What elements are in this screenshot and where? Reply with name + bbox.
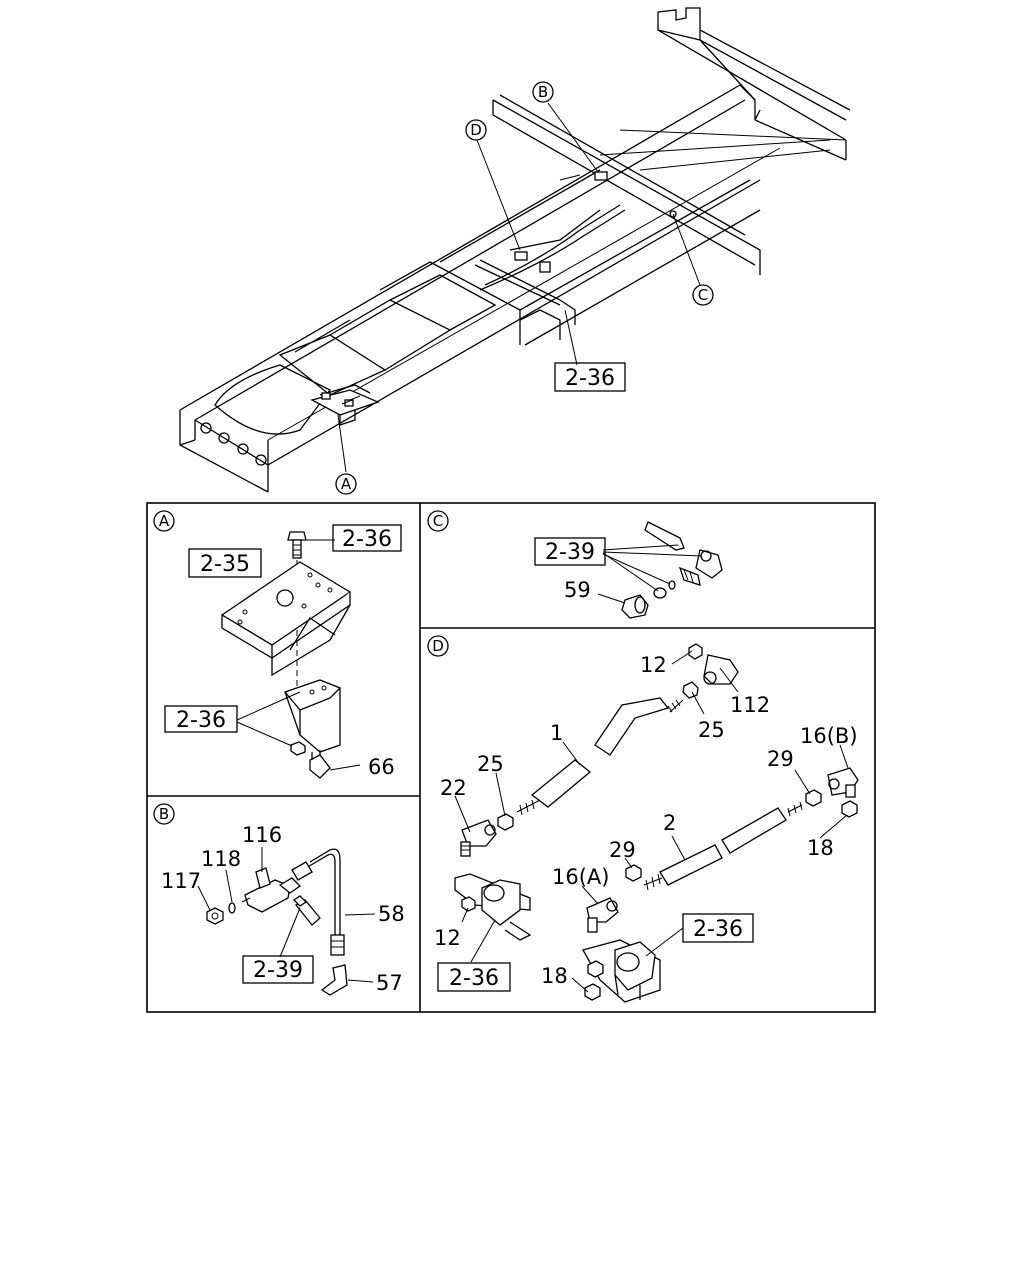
part-label-16b: 16(B) <box>800 724 858 748</box>
part-label-25-left: 25 <box>477 752 504 776</box>
svg-text:B: B <box>538 83 548 101</box>
part-label-25-right: 25 <box>698 718 725 742</box>
overview-leaders <box>337 102 701 473</box>
panel-b-tag: B <box>153 803 175 825</box>
svg-text:2-36: 2-36 <box>449 966 499 991</box>
svg-text:2-36: 2-36 <box>176 708 226 733</box>
panel-a-ref-top: 2-36 <box>332 524 402 552</box>
svg-text:2-36: 2-36 <box>693 917 743 942</box>
part-label-12-bottom: 12 <box>434 926 461 950</box>
part-label-117: 117 <box>161 869 201 893</box>
panel-c-ref: 2-39 <box>534 537 606 566</box>
callout-d-overview: D <box>465 119 487 141</box>
part-label-59: 59 <box>564 578 591 602</box>
svg-text:A: A <box>341 475 352 493</box>
part-label-112: 112 <box>730 693 770 717</box>
part-label-18-bottom: 18 <box>541 964 568 988</box>
callout-c-overview: C <box>692 284 714 306</box>
callout-b-overview: B <box>532 81 554 103</box>
part-label-2: 2 <box>663 811 676 835</box>
part-label-16a: 16(A) <box>552 865 609 889</box>
panel-a-tag: A <box>153 510 175 532</box>
panel-b: B 2-39 116 118 117 <box>153 803 405 996</box>
detail-grid <box>146 502 876 1013</box>
part-label-116: 116 <box>242 823 282 847</box>
chassis-frame-illustration <box>179 7 851 493</box>
panel-a-ref-mid: 2-35 <box>188 548 262 578</box>
svg-text:2-36: 2-36 <box>342 527 392 552</box>
panel-c: C 2-39 59 <box>427 510 723 619</box>
panel-d-tag: D <box>427 635 449 657</box>
ref-box-overview: 2-36 <box>554 362 626 392</box>
svg-text:2-39: 2-39 <box>253 958 303 983</box>
part-label-29-upper: 29 <box>767 747 794 771</box>
part-label-18-right: 18 <box>807 836 834 860</box>
part-label-57: 57 <box>376 971 403 995</box>
part-label-58: 58 <box>378 902 405 926</box>
part-label-12-top: 12 <box>640 653 667 677</box>
svg-text:2-35: 2-35 <box>200 552 250 577</box>
part-label-66: 66 <box>368 755 395 779</box>
svg-text:D: D <box>432 637 444 655</box>
panel-c-tag: C <box>427 510 449 532</box>
part-label-118: 118 <box>201 847 241 871</box>
panel-d-ref-left: 2-36 <box>437 962 511 992</box>
svg-text:C: C <box>433 512 443 530</box>
panel-d: D <box>427 635 859 1003</box>
panel-a-ref-bottom: 2-36 <box>164 705 238 733</box>
part-label-22: 22 <box>440 776 467 800</box>
svg-text:2-39: 2-39 <box>545 540 595 565</box>
panel-b-ref: 2-39 <box>242 955 314 984</box>
svg-text:2-36: 2-36 <box>565 366 615 391</box>
svg-text:D: D <box>470 121 482 139</box>
panel-a: A <box>153 510 402 779</box>
panel-d-ref-right: 2-36 <box>682 913 754 943</box>
svg-text:C: C <box>698 286 708 304</box>
part-label-1: 1 <box>550 721 563 745</box>
callout-a-overview: A <box>335 473 357 495</box>
part-label-29-lower: 29 <box>609 838 636 862</box>
svg-text:A: A <box>159 512 170 530</box>
svg-text:B: B <box>159 805 169 823</box>
